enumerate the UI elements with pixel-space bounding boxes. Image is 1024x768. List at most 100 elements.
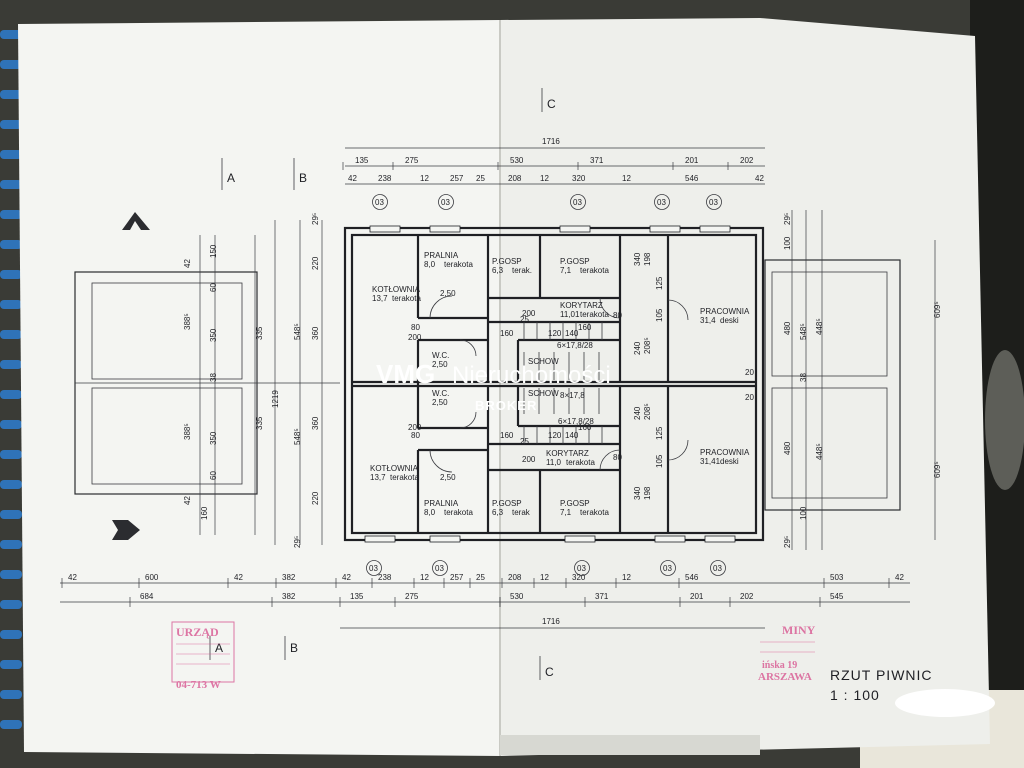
spiral-ring — [0, 540, 22, 549]
interior-dim-label: 80 — [613, 311, 622, 320]
dim-label: 42 — [348, 174, 357, 183]
room-label: W.C.2,50 — [432, 351, 449, 369]
interior-dim-label: 200 — [522, 455, 536, 464]
door-swings — [429, 295, 689, 473]
window-tag-icon — [574, 560, 590, 576]
spiral-ring — [0, 420, 22, 429]
interior-dim-label: 198 — [643, 252, 652, 266]
spiral-ring — [0, 570, 22, 579]
spiral-ring — [0, 630, 22, 639]
dim-label: 530 — [510, 156, 524, 165]
window-tag-icon — [706, 194, 722, 210]
interior-dim-label: 160 — [578, 423, 592, 432]
stair-label-bottom: 6×17,8/28 — [558, 417, 594, 426]
spiral-ring — [0, 180, 22, 189]
window-tag-label: 03 — [435, 564, 444, 573]
dim-label: 530 — [510, 592, 524, 601]
interior-dim-label: 125 — [655, 276, 664, 290]
redaction-blob — [895, 689, 995, 717]
room-label: SCHOW — [528, 357, 559, 366]
interior-dim-label: 140 — [565, 329, 579, 338]
dim-label: 350 — [209, 431, 218, 445]
dim-label: 257 — [450, 174, 464, 183]
stair-label-top: 6×17,8/28 — [557, 341, 593, 350]
interior-dim-label: 20 — [745, 393, 754, 402]
interior-dim-label: 25 — [520, 437, 529, 446]
room-name: PRACOWNIA — [700, 307, 750, 316]
spiral-ring — [0, 60, 22, 69]
dim-label: 546 — [685, 573, 699, 582]
window-tag-label: 03 — [441, 198, 450, 207]
section-mark-a-bottom: A — [215, 641, 223, 655]
interior-dim-label: 200 — [408, 333, 422, 342]
wc-area-top: 2,50 — [440, 289, 456, 298]
interior-dim-label: 208⁵ — [643, 337, 652, 354]
room-area: 2,50 — [432, 398, 448, 407]
interior-dim-label: 160 — [578, 323, 592, 332]
spiral-ring — [0, 510, 22, 519]
section-marks: A B C A B C — [112, 88, 556, 680]
dim-label: 448⁵ — [815, 443, 824, 460]
dim-label: 371 — [595, 592, 609, 601]
dim-label: 160 — [200, 506, 209, 520]
room-area: 2,50 — [432, 360, 448, 369]
dim-label: 360 — [311, 416, 320, 430]
overall-dim-bottom: 1716 — [542, 617, 560, 626]
stamp-right-line2: ińska 19 — [762, 660, 797, 671]
room-name: PRACOWNIA — [700, 448, 750, 457]
interior-dim-label: 80 — [411, 323, 420, 332]
room-area: 13,7 — [370, 473, 386, 482]
staircases: 6×17,8/28 8×17,8 6×17,8/28 — [523, 322, 603, 444]
window-tag-icon — [660, 560, 676, 576]
room-name: P.GOSP — [492, 257, 522, 266]
section-mark-a-top: A — [227, 171, 235, 185]
dim-label: 1219 — [271, 390, 280, 408]
window-tag-label: 03 — [709, 198, 718, 207]
section-mark-c-top: C — [547, 97, 556, 111]
room-floor: terakota — [444, 508, 473, 517]
window-tag-icon — [372, 194, 388, 210]
dim-label: 257 — [450, 573, 464, 582]
window-tag-label: 03 — [375, 198, 384, 207]
dim-label: 29⁵ — [783, 536, 792, 548]
dim-label: 12 — [540, 174, 549, 183]
dim-label: 135 — [350, 592, 364, 601]
section-mark-b-bottom: B — [290, 641, 298, 655]
spiral-ring — [0, 450, 22, 459]
room-floor: terakota — [444, 260, 473, 269]
interior-dim-label: 105 — [655, 308, 664, 322]
room-name: SCHOW — [528, 389, 559, 398]
interior-dim-label: 340 — [633, 252, 642, 266]
window-tag-icon — [366, 560, 382, 576]
interior-dim-label: 208⁵ — [643, 403, 652, 420]
window-tag-label: 03 — [663, 564, 672, 573]
dim-label: 38 — [799, 373, 808, 382]
dim-label: 371 — [590, 156, 604, 165]
spiral-ring — [0, 720, 22, 729]
spiral-ring — [0, 600, 22, 609]
dim-label: 275 — [405, 592, 419, 601]
room-name: PRALNIA — [424, 499, 459, 508]
dim-label: 548⁵ — [799, 323, 808, 340]
dim-label: 360 — [311, 326, 320, 340]
spiral-ring — [0, 360, 22, 369]
dim-label: 350 — [209, 328, 218, 342]
interior-dim-label: 140 — [565, 431, 579, 440]
dim-label: 548⁵ — [293, 323, 302, 340]
window-tag-icon — [570, 194, 586, 210]
room-area: 8,0 — [424, 260, 436, 269]
wc-area-bottom: 2,50 — [440, 473, 456, 482]
room-area: 11,01 — [560, 310, 580, 319]
interior-dim-label: 200 — [522, 309, 536, 318]
room-name: W.C. — [432, 389, 449, 398]
interior-dim-label: 120 — [548, 329, 562, 338]
window-tag-label: 03 — [657, 198, 666, 207]
